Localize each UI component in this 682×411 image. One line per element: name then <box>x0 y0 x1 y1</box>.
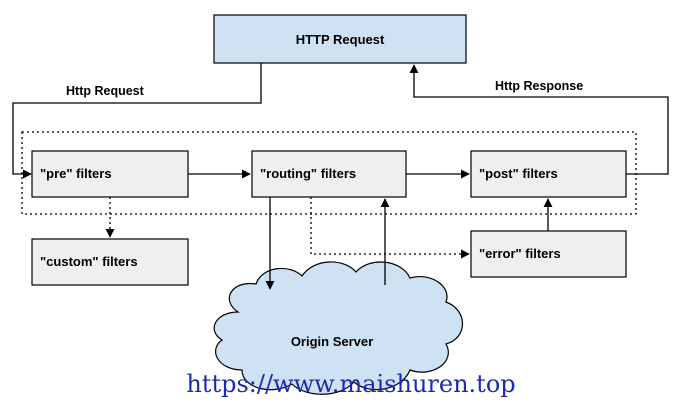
custom-filters-node: "custom" filters <box>31 238 189 286</box>
edge-post-to-response <box>409 64 669 175</box>
edge-request-to-pre <box>12 63 262 179</box>
edge-response-label: Http Response <box>495 79 583 93</box>
error-filters-node: "error" filters <box>470 230 627 278</box>
filter-pipeline-boundary <box>21 131 637 215</box>
origin-server-node: Origin Server <box>213 261 463 395</box>
routing-filters-node: "routing" filters <box>251 150 407 198</box>
edge-request-label: Http Request <box>66 84 145 98</box>
error-filters-label: "error" filters <box>479 246 561 261</box>
pre-filters-label: "pre" filters <box>40 166 112 181</box>
post-filters-label: "post" filters <box>479 166 558 181</box>
http-request-node: HTTP Request <box>213 14 467 64</box>
http-request-label: HTTP Request <box>296 32 385 47</box>
post-filters-node: "post" filters <box>470 150 627 198</box>
origin-server-label: Origin Server <box>291 334 373 349</box>
edge-routing-to-error <box>310 197 470 259</box>
custom-filters-label: "custom" filters <box>40 254 138 269</box>
pre-filters-node: "pre" filters <box>31 150 189 198</box>
watermark-url: https://www.maishuren.top <box>186 370 515 398</box>
cloud-shape <box>213 261 463 395</box>
routing-filters-label: "routing" filters <box>260 166 356 181</box>
